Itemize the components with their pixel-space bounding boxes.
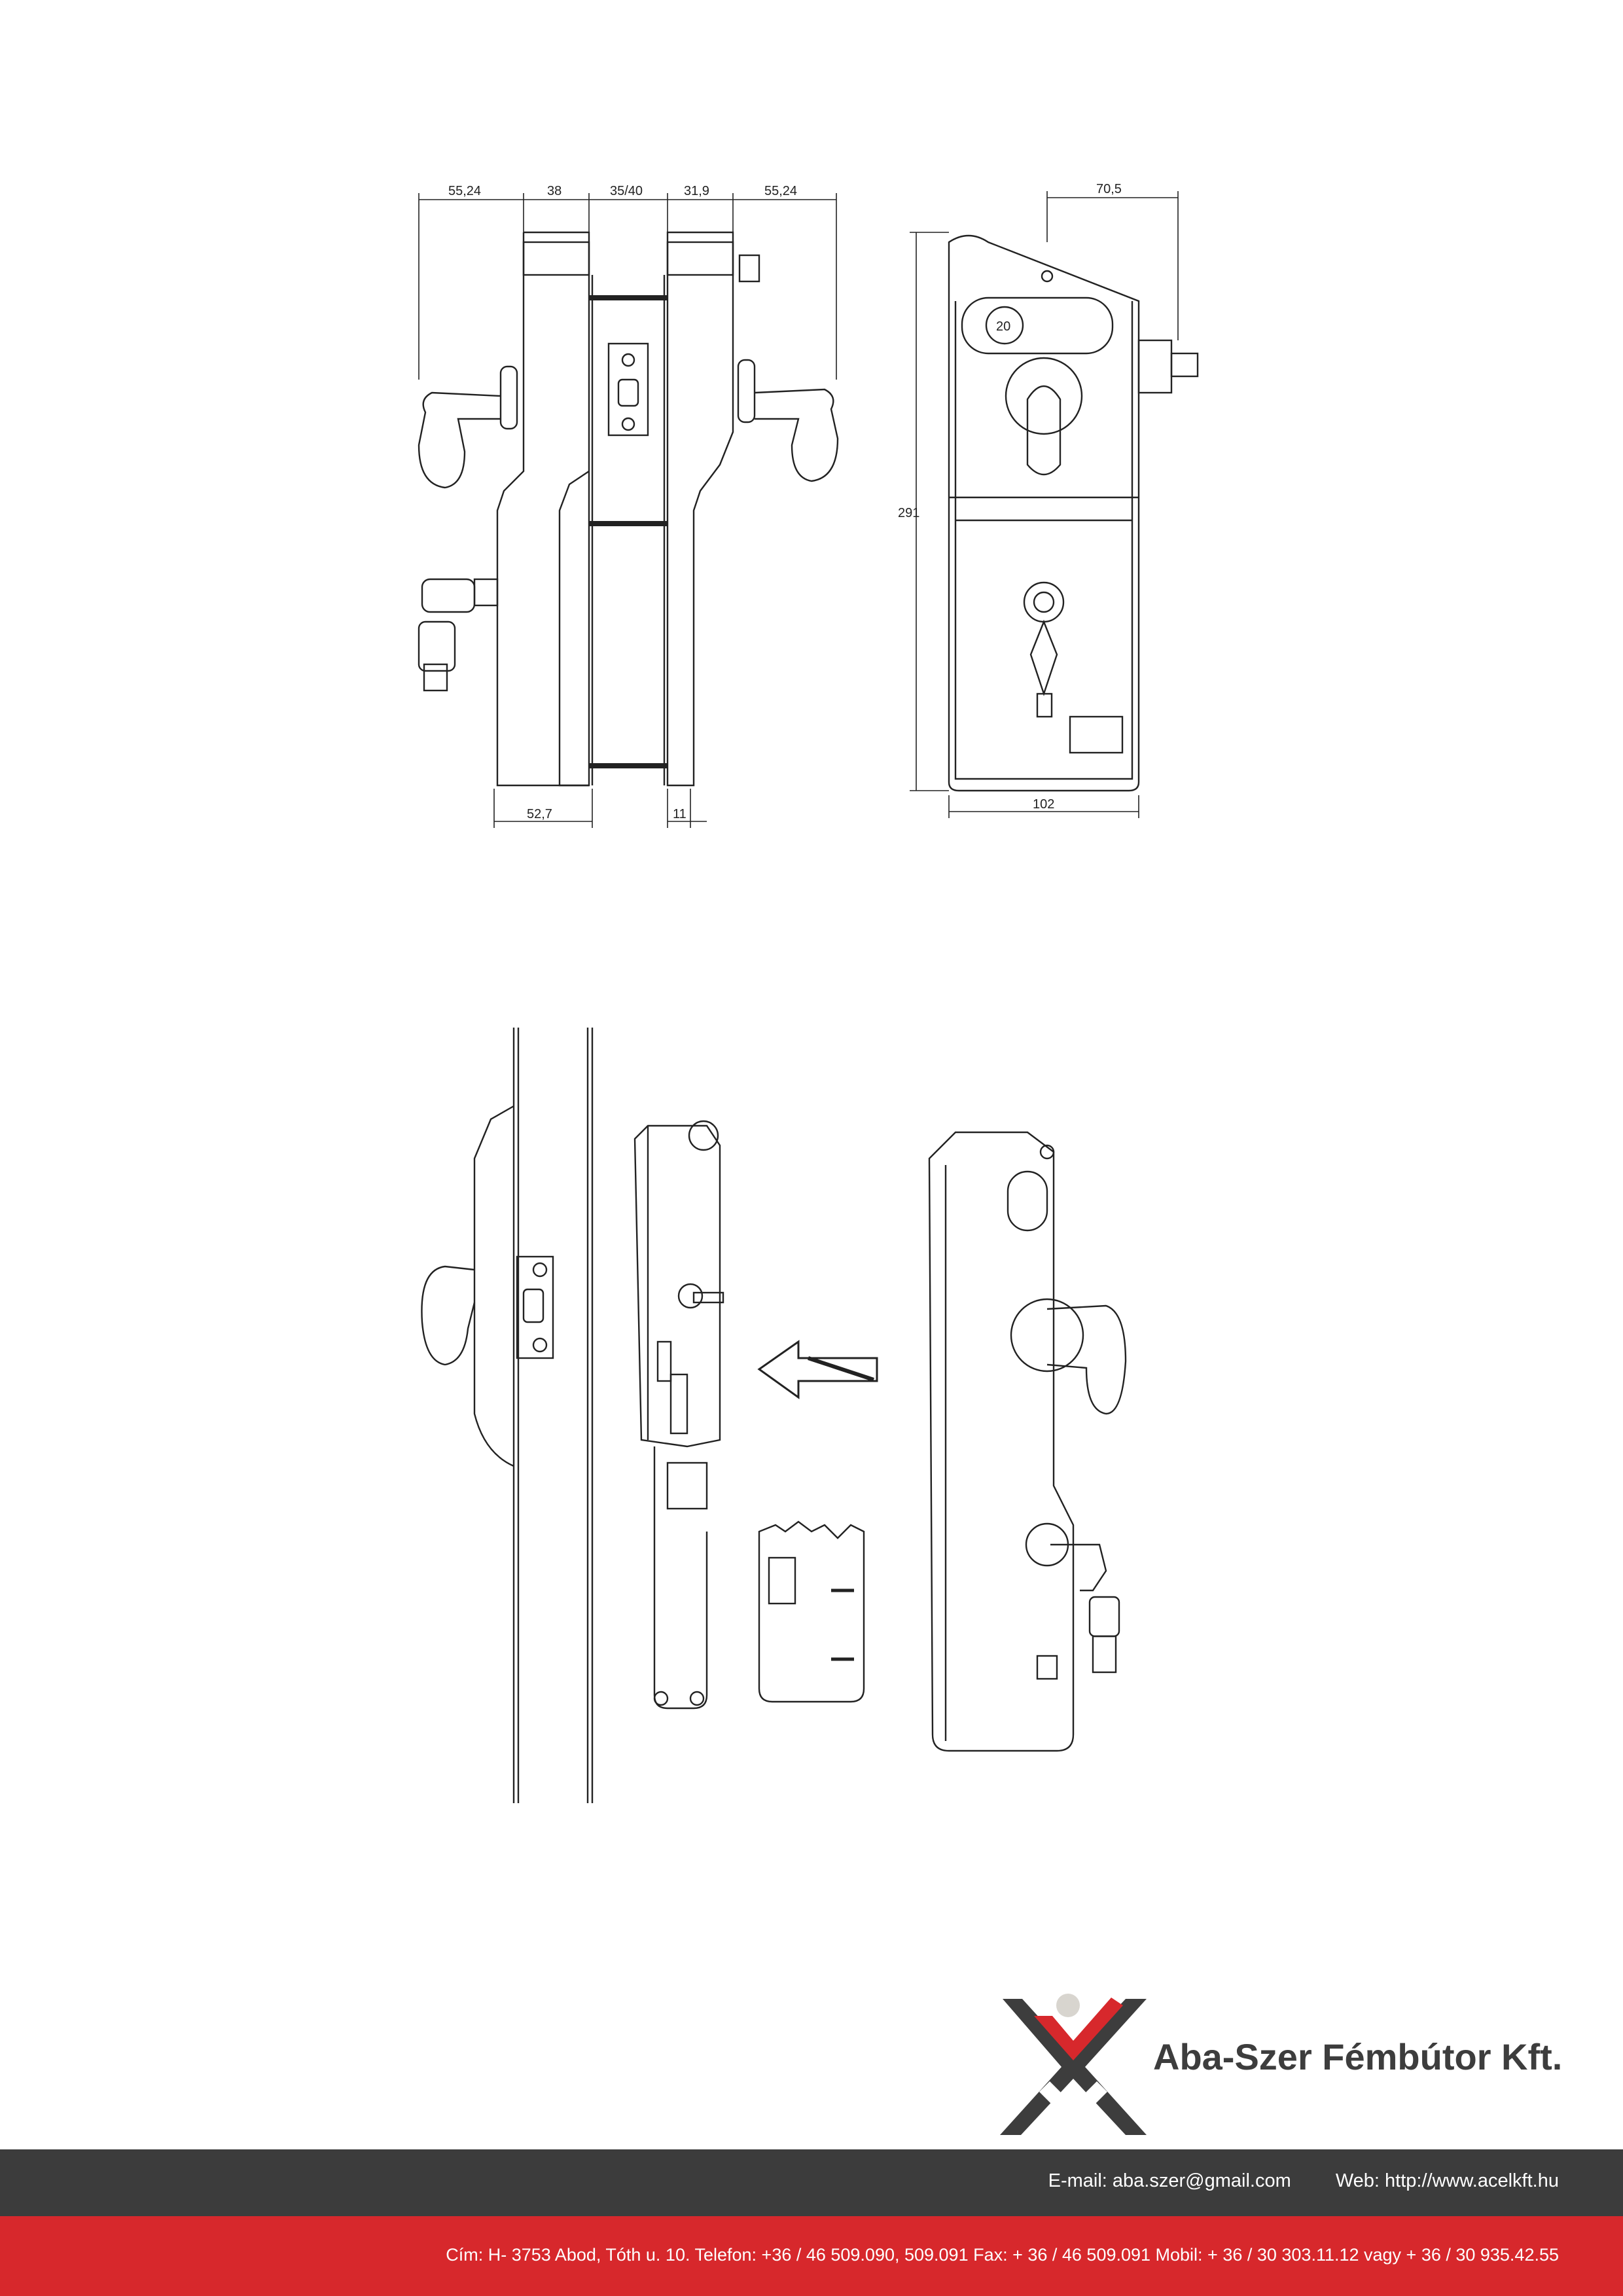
- dim-label: 55,24: [764, 184, 797, 198]
- inner-handle-plate: [421, 1105, 554, 1467]
- product-badge: 20: [996, 319, 1010, 334]
- dim-label: 38: [547, 184, 562, 198]
- arrow-icon: [757, 1340, 878, 1399]
- dim-label: 11: [673, 807, 687, 821]
- cover-box: [758, 1520, 865, 1703]
- dim-label: 55,24: [448, 184, 481, 198]
- technical-drawing: 55,24 38 35/40 31,9 55,24 52,7 11 20: [393, 170, 1237, 838]
- dimension-lines-front: [910, 191, 1179, 818]
- dim-label: 35/40: [610, 184, 643, 198]
- door-frame: [512, 1028, 594, 1803]
- footer-address-bar: Cím: H- 3753 Abod, Tóth u. 10. Telefon: …: [0, 2216, 1623, 2296]
- dim-label: 31,9: [684, 184, 709, 198]
- email-link[interactable]: E-mail: aba.szer@gmail.com: [1048, 2170, 1291, 2191]
- dim-label: 291: [898, 506, 919, 520]
- dimension-lines-side: [418, 193, 837, 828]
- company-name: Aba-Szer Fémbútor Kft.: [1153, 2036, 1563, 2077]
- lock-mechanism: [633, 1120, 724, 1710]
- web-link[interactable]: Web: http://www.acelkft.hu: [1335, 2170, 1559, 2191]
- dim-label: 52,7: [527, 807, 552, 821]
- company-logo: [995, 1983, 1152, 2140]
- lock-front-view: 20: [948, 234, 1199, 792]
- dim-label: 70,5: [1096, 182, 1122, 196]
- address-text: Cím: H- 3753 Abod, Tóth u. 10. Telefon: …: [446, 2245, 1559, 2265]
- footer-contact-bar: E-mail: aba.szer@gmail.com Web: http://w…: [0, 2149, 1623, 2216]
- front-lock-body: [928, 1131, 1127, 1752]
- lock-side-view: [418, 231, 839, 787]
- installation-drawing: [393, 1021, 1237, 1813]
- dim-label: 102: [1033, 797, 1054, 812]
